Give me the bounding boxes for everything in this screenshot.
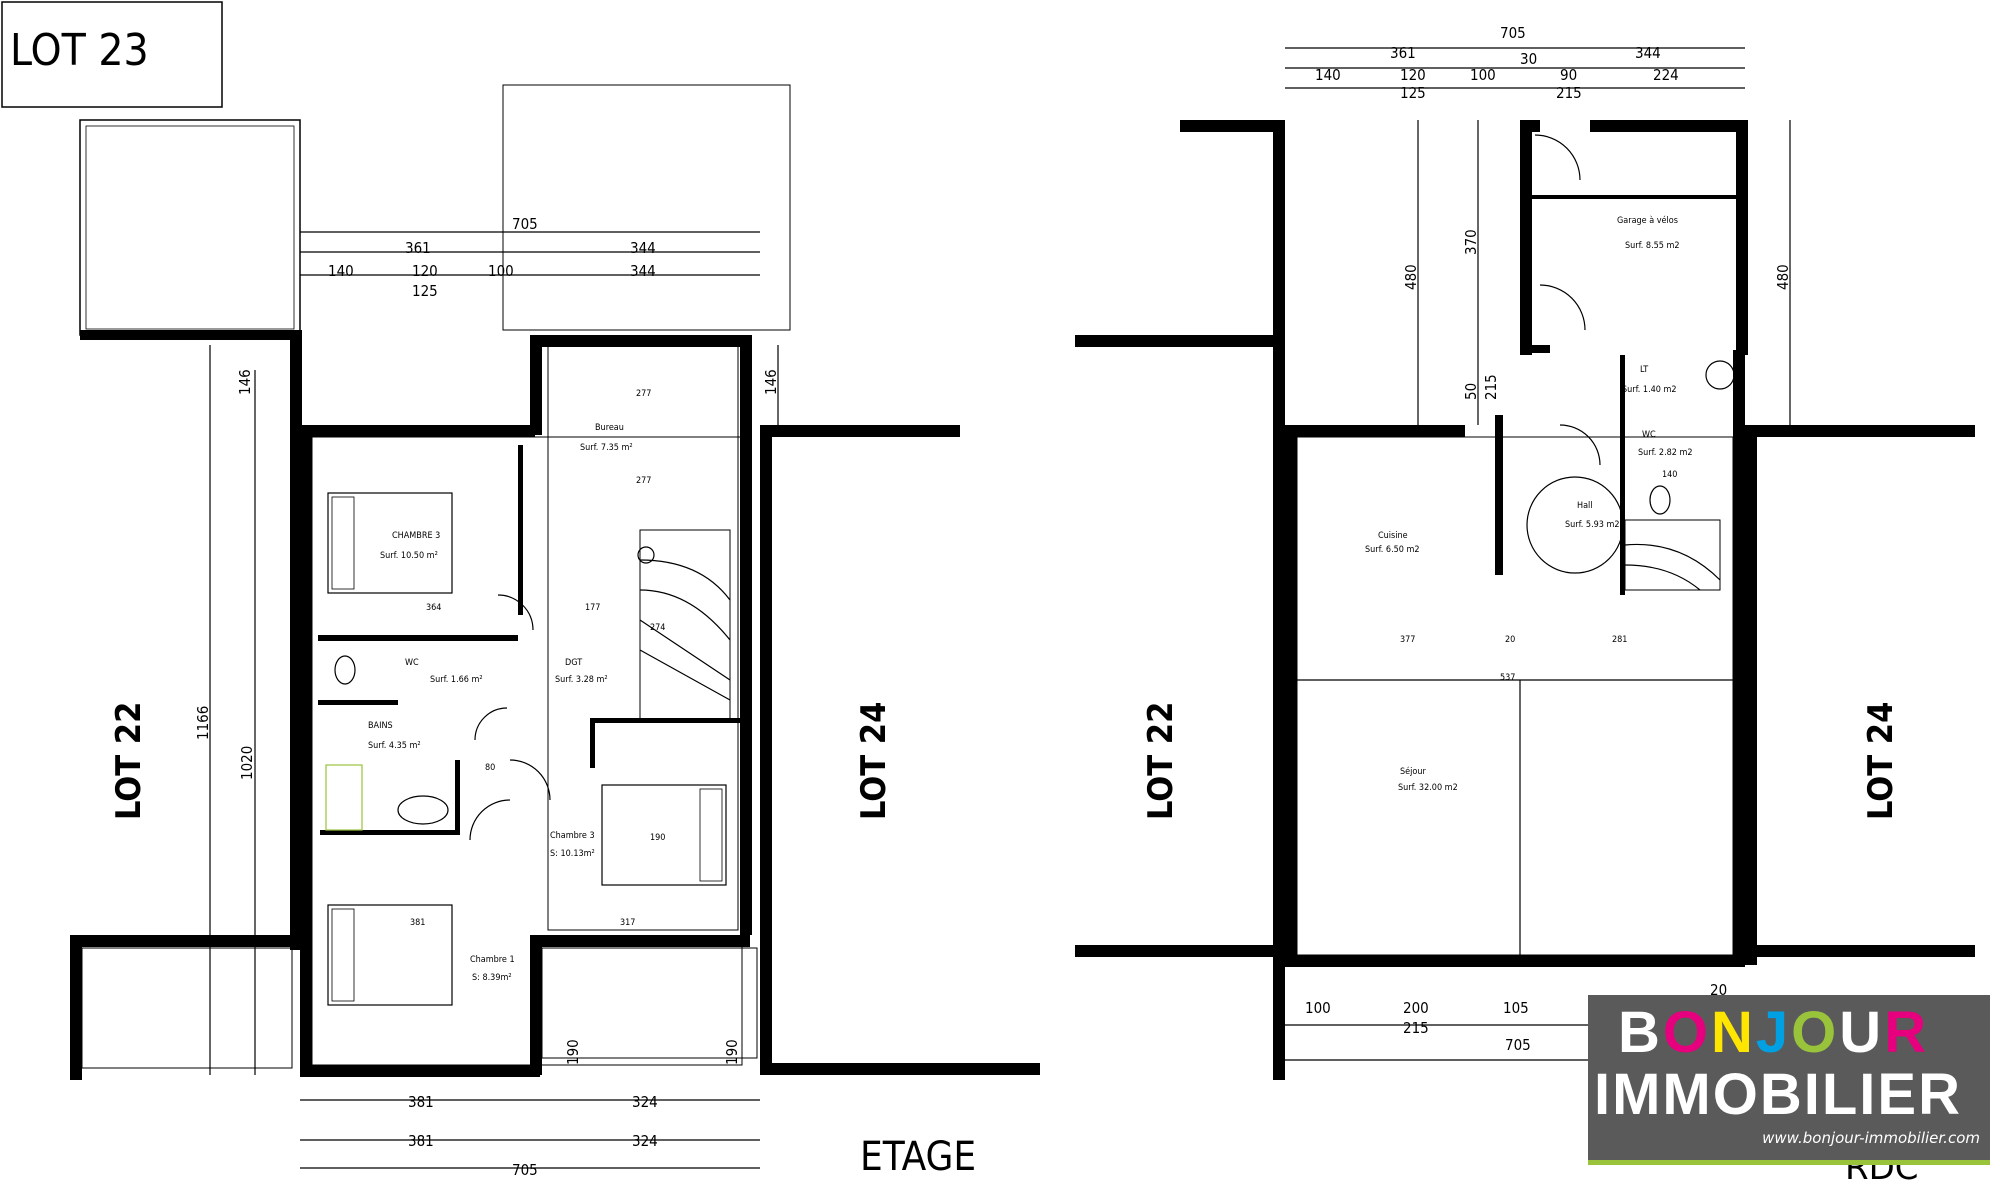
room-hall: Hall — [1577, 501, 1593, 511]
upper-dim-140: 140 — [328, 262, 354, 280]
ground-dim-total: 705 — [1500, 24, 1526, 42]
room-chambre1-area: S: 8.39m² — [472, 973, 512, 983]
room-dgt: DGT — [565, 658, 582, 668]
ground-dim-344: 344 — [1635, 44, 1661, 62]
room-garage-area: Surf. 8.55 m2 — [1625, 241, 1680, 251]
upper-dim-125: 125 — [412, 282, 438, 300]
upper-dim-120: 120 — [412, 262, 438, 280]
upper-dim-bottom-a: 381 — [408, 1093, 434, 1111]
room-chambre3b-area: S: 10.13m² — [550, 849, 595, 859]
lot-box — [1, 1, 223, 108]
ground-side-370: 370 — [1462, 229, 1480, 255]
upper-inner-3: 177 — [585, 603, 600, 613]
upper-inner-8: 80 — [485, 763, 495, 773]
ground-inner-3: 140 — [1662, 470, 1677, 480]
upper-dim-bottom-total: 705 — [512, 1161, 538, 1179]
ground-dim-100: 100 — [1470, 66, 1496, 84]
ground-dim-30: 30 — [1520, 50, 1537, 68]
upper-dim-100: 100 — [488, 262, 514, 280]
upper-side-146: 146 — [236, 369, 254, 395]
logo-bar — [1588, 1160, 1990, 1165]
upper-title: ETAGE — [860, 1134, 976, 1180]
brand-logo: BONJOUR IMMOBILIER www.bonjour-immobilie… — [1588, 995, 1990, 1165]
upper-inner-0: 277 — [636, 389, 651, 399]
logo-word-bonjour: BONJOUR — [1618, 1000, 1930, 1065]
room-dgt-area: Surf. 3.28 m² — [555, 675, 608, 685]
upper-dim-344: 344 — [630, 239, 656, 257]
upper-dim-total: 705 — [512, 215, 538, 233]
room-chambre3a: CHAMBRE 3 — [392, 531, 440, 541]
room-wc-upper-area: Surf. 1.66 m² — [430, 675, 483, 685]
ground-side-480: 480 — [1402, 264, 1420, 290]
upper-floor — [70, 84, 1040, 1169]
upper-inner-7: 381 — [410, 918, 425, 928]
ground-dim-125: 125 — [1400, 84, 1426, 102]
upper-dim-361: 361 — [405, 239, 431, 257]
room-chambre1: Chambre 1 — [470, 955, 515, 965]
ground-side-480b: 480 — [1774, 264, 1792, 290]
room-cuisine: Cuisine — [1378, 531, 1408, 541]
ground-inner-1: 537 — [1500, 673, 1515, 683]
ground-dim-bottom-total: 705 — [1505, 1036, 1531, 1054]
lot-label: LOT 23 — [10, 25, 149, 76]
ground-dim-215: 215 — [1556, 84, 1582, 102]
upper-dim-bottom-b: 324 — [632, 1093, 658, 1111]
ground-dim-120: 120 — [1400, 66, 1426, 84]
logo-url: www.bonjour-immobilier.com — [1762, 1129, 1980, 1147]
upper-side-190b: 190 — [723, 1039, 741, 1065]
upper-side-146b: 146 — [762, 369, 780, 395]
upper-side-1166: 1166 — [194, 706, 212, 740]
ground-dim-bottom-a: 100 — [1305, 999, 1331, 1017]
upper-dim-bottom-c: 381 — [408, 1132, 434, 1150]
room-hall-area: Surf. 5.93 m2 — [1565, 520, 1620, 530]
ground-lot-left: LOT 22 — [1141, 702, 1181, 820]
upper-dim-344b: 344 — [630, 262, 656, 280]
ground-dim-140: 140 — [1315, 66, 1341, 84]
upper-dim-bottom-d: 324 — [632, 1132, 658, 1150]
room-wc-upper: WC — [405, 658, 419, 668]
upper-lot-right: LOT 24 — [854, 702, 894, 820]
roof-hatch-upper — [502, 84, 791, 331]
upper-inner-6: 317 — [620, 918, 635, 928]
ground-inner-0: 377 — [1400, 635, 1415, 645]
room-chambre3b: Chambre 3 — [550, 831, 595, 841]
room-lt: LT — [1640, 365, 1648, 375]
ground-inner-2: 281 — [1612, 635, 1627, 645]
ground-lot-right: LOT 24 — [1861, 702, 1901, 820]
upper-inner-4: 274 — [650, 623, 665, 633]
upper-inner-1: 277 — [636, 476, 651, 486]
logo-word-immobilier: IMMOBILIER — [1594, 1062, 1962, 1127]
ground-dim-bottom-c: 105 — [1503, 999, 1529, 1017]
upper-side-190a: 190 — [564, 1039, 582, 1065]
ground-dim-90: 90 — [1560, 66, 1577, 84]
room-cuisine-area: Surf. 6.50 m2 — [1365, 545, 1420, 555]
ground-floor — [1075, 47, 1975, 1080]
room-bains: BAINS — [368, 721, 393, 731]
room-bureau: Bureau — [595, 423, 624, 433]
room-garage: Garage à vélos — [1617, 215, 1678, 226]
room-sejour-area: Surf. 32.00 m2 — [1398, 783, 1458, 793]
balcony-hatch-upper — [81, 947, 758, 1069]
room-sejour: Séjour — [1400, 766, 1426, 777]
room-wc-ground: WC — [1642, 430, 1656, 440]
ground-dim-bottom-b: 200 — [1403, 999, 1429, 1017]
ground-dim-361: 361 — [1390, 44, 1416, 62]
ground-side-215: 215 — [1482, 374, 1500, 400]
ground-dim-bottom-d: 215 — [1403, 1019, 1429, 1037]
ground-dim-bottom-20: 20 — [1710, 981, 1727, 999]
stairs-upper — [637, 529, 731, 721]
ground-inner-4: 20 — [1505, 635, 1515, 645]
room-bureau-area: Surf. 7.35 m² — [580, 443, 633, 453]
ground-dim-224: 224 — [1653, 66, 1679, 84]
upper-inner-2: 364 — [426, 603, 441, 613]
room-wc-ground-area: Surf. 2.82 m2 — [1638, 448, 1693, 458]
room-bains-area: Surf. 4.35 m² — [368, 741, 421, 751]
ground-side-50: 50 — [1462, 383, 1480, 400]
upper-inner-5: 190 — [650, 833, 665, 843]
room-lt-area: Surf. 1.40 m2 — [1622, 385, 1677, 395]
upper-side-1020: 1020 — [238, 746, 256, 780]
upper-lot-left: LOT 22 — [109, 702, 149, 820]
room-chambre3a-area: Surf. 10.50 m² — [380, 551, 438, 561]
